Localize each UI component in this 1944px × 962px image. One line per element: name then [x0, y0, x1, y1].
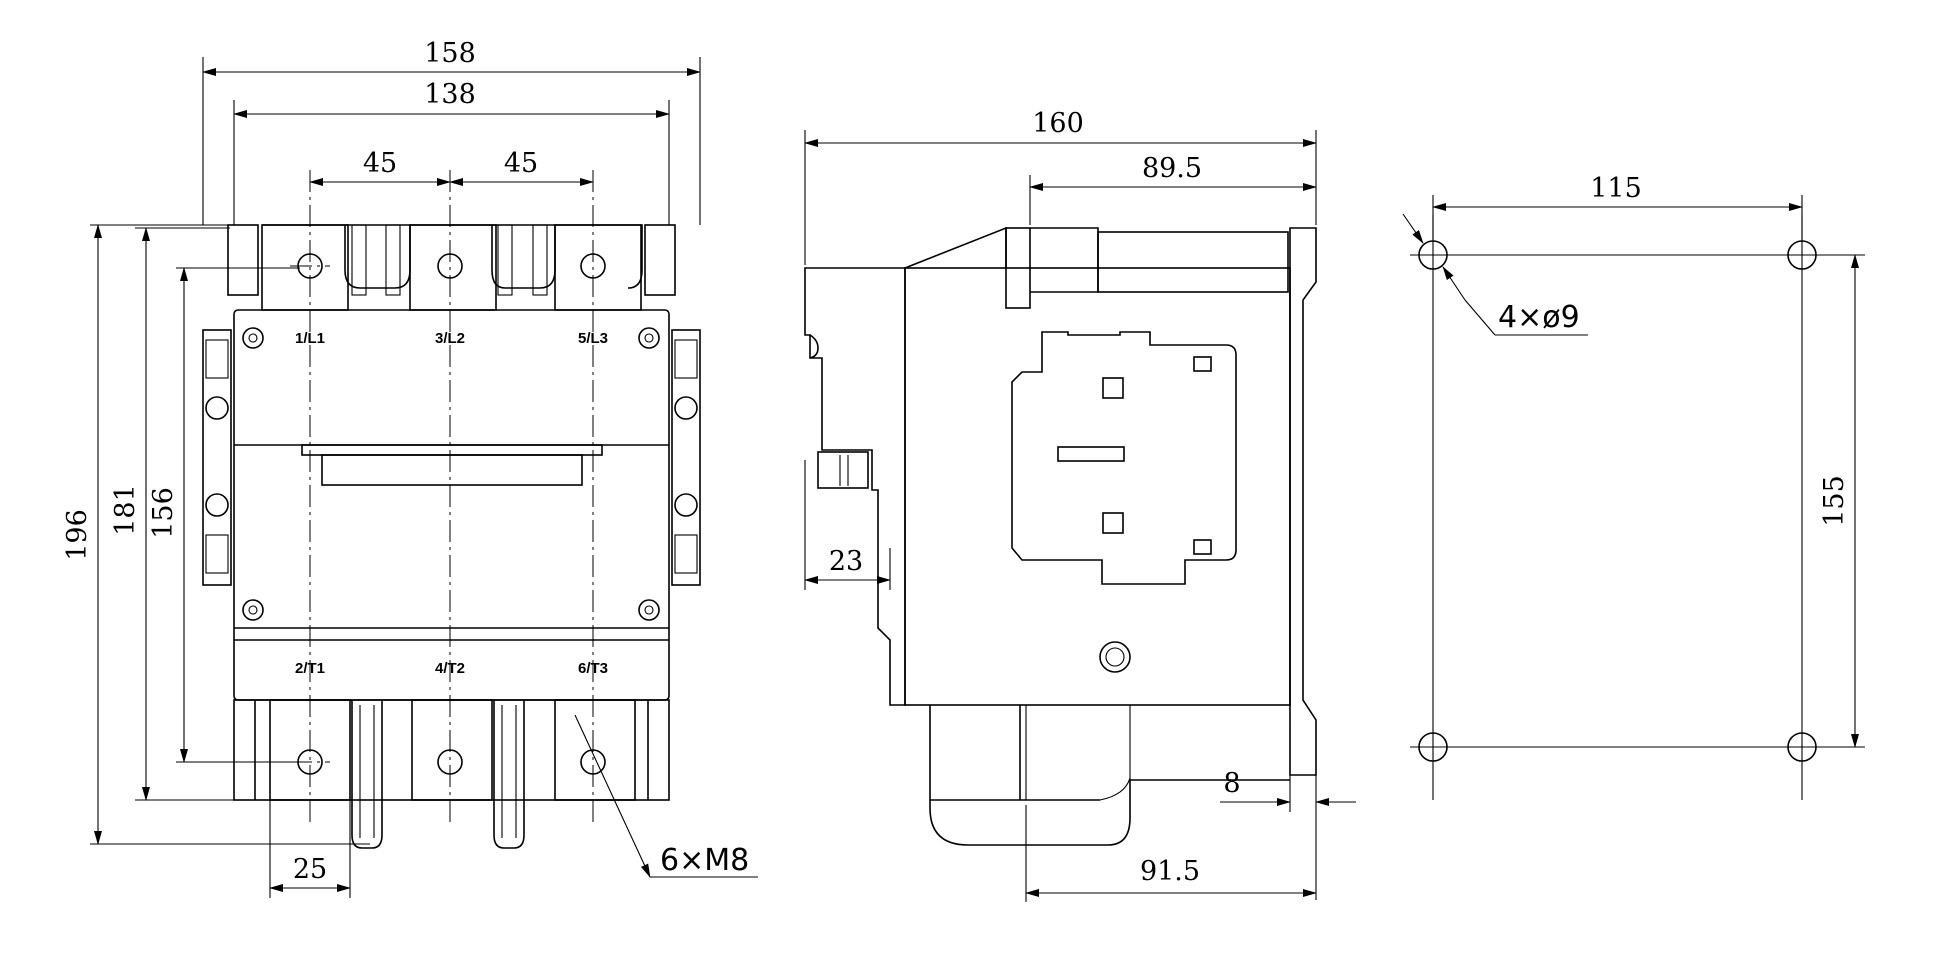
dim-156-label: 156: [148, 487, 179, 539]
pole-center-lines: [290, 170, 594, 825]
dim-158: 158: [202, 38, 701, 225]
dim-45-pitch: 45 45: [309, 148, 594, 186]
dim-91-5-label: 91.5: [1140, 856, 1200, 887]
dim-89-5: 89.5: [1029, 153, 1317, 225]
dim-160-label: 160: [1032, 108, 1084, 139]
dim-25: 25: [269, 800, 351, 898]
dim-138-label: 138: [424, 79, 476, 110]
dim-45-left-label: 45: [363, 148, 397, 179]
mounting-hole: [1787, 240, 1817, 270]
dim-115-label: 115: [1590, 173, 1642, 204]
dim-155: 155: [1802, 254, 1865, 748]
dim-23-label: 23: [829, 546, 863, 577]
dim-91-5: 91.5: [1025, 805, 1317, 902]
dim-23: 23: [804, 460, 891, 590]
mounting-hole: [1418, 240, 1448, 270]
front-view: 158 138 45 45 196 181: [62, 38, 758, 898]
lower-terminal-blocks: [233, 699, 670, 849]
dim-181: 181: [110, 227, 255, 801]
dim-160: 160: [804, 108, 1317, 265]
mounting-view: 115 155 4×ø9: [1402, 173, 1865, 800]
hole-callout: 4×ø9: [1402, 213, 1588, 336]
dim-25-label: 25: [293, 854, 327, 885]
dim-181-label: 181: [110, 484, 141, 536]
screw-callout: 6×M8: [574, 714, 758, 878]
dim-196-label: 196: [62, 509, 93, 561]
dim-156: 156: [148, 267, 300, 763]
hole-center-lines: [1410, 215, 1830, 800]
dim-89-5-label: 89.5: [1142, 153, 1202, 184]
mounting-holes: [1418, 240, 1817, 762]
mounting-hole: [1418, 732, 1448, 762]
mounting-hole: [1787, 732, 1817, 762]
mounting-rails: [202, 329, 701, 586]
hole-callout-label: 4×ø9: [1498, 300, 1580, 335]
dim-138: 138: [233, 79, 670, 225]
dim-196: 196: [62, 224, 370, 845]
dim-155-label: 155: [1819, 475, 1850, 527]
contactor-body: 1/L1 3/L2 5/L3 2/T1 4/T2 6/T3: [233, 309, 670, 701]
side-view: 160 89.5: [804, 108, 1356, 902]
dim-45-right-label: 45: [504, 148, 538, 179]
screw-callout-label: 6×M8: [660, 843, 749, 878]
dim-115: 115: [1432, 173, 1803, 240]
dim-8: 8: [1220, 768, 1356, 900]
dim-8-label: 8: [1223, 768, 1240, 799]
dim-158-label: 158: [424, 38, 476, 69]
side-body: [804, 226, 1317, 846]
